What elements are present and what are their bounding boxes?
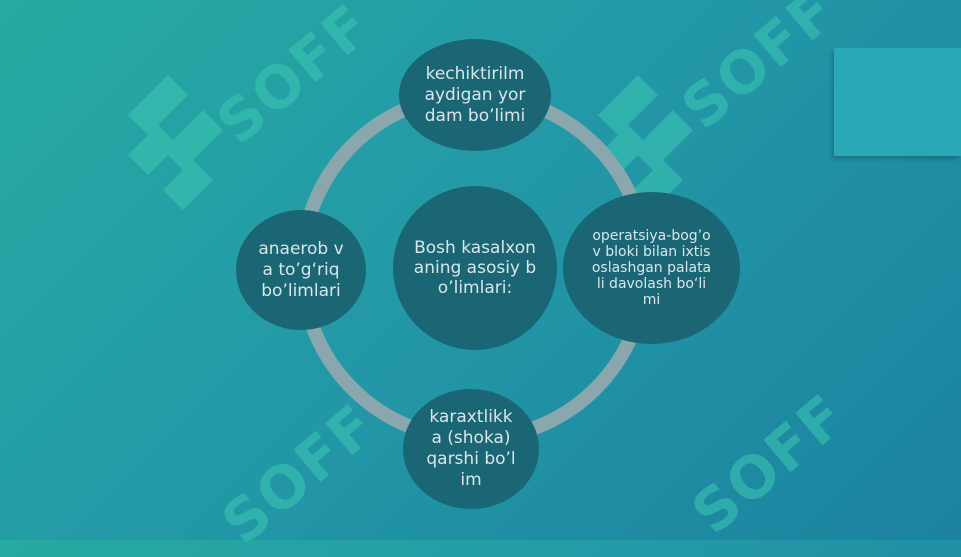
node-left: anaerob va to’g‘riq bo’limlari bbox=[236, 210, 366, 330]
node-left-label: anaerob va to’g‘riq bo’limlari bbox=[258, 238, 344, 301]
center-node-label: Bosh kasalxonaning asosiy bo’limlari: bbox=[413, 238, 537, 298]
center-node: Bosh kasalxonaning asosiy bo’limlari: bbox=[393, 186, 557, 350]
node-right: operatsiya-bog’ov bloki bilan ixtisoslas… bbox=[563, 192, 740, 344]
corner-decoration bbox=[834, 48, 961, 156]
node-bottom: karaxtlikka (shoka) qarshi bo’lim bbox=[403, 389, 539, 509]
logo-watermark-icon bbox=[128, 75, 223, 210]
logo-watermark-icon bbox=[598, 75, 693, 210]
node-bottom-label: karaxtlikka (shoka) qarshi bo’lim bbox=[426, 407, 516, 490]
node-top-label: kechiktirilmaydigan yordam bo’limi bbox=[424, 63, 526, 126]
node-top: kechiktirilmaydigan yordam bo’limi bbox=[399, 39, 551, 151]
node-right-label: operatsiya-bog’ov bloki bilan ixtisoslas… bbox=[591, 228, 712, 308]
